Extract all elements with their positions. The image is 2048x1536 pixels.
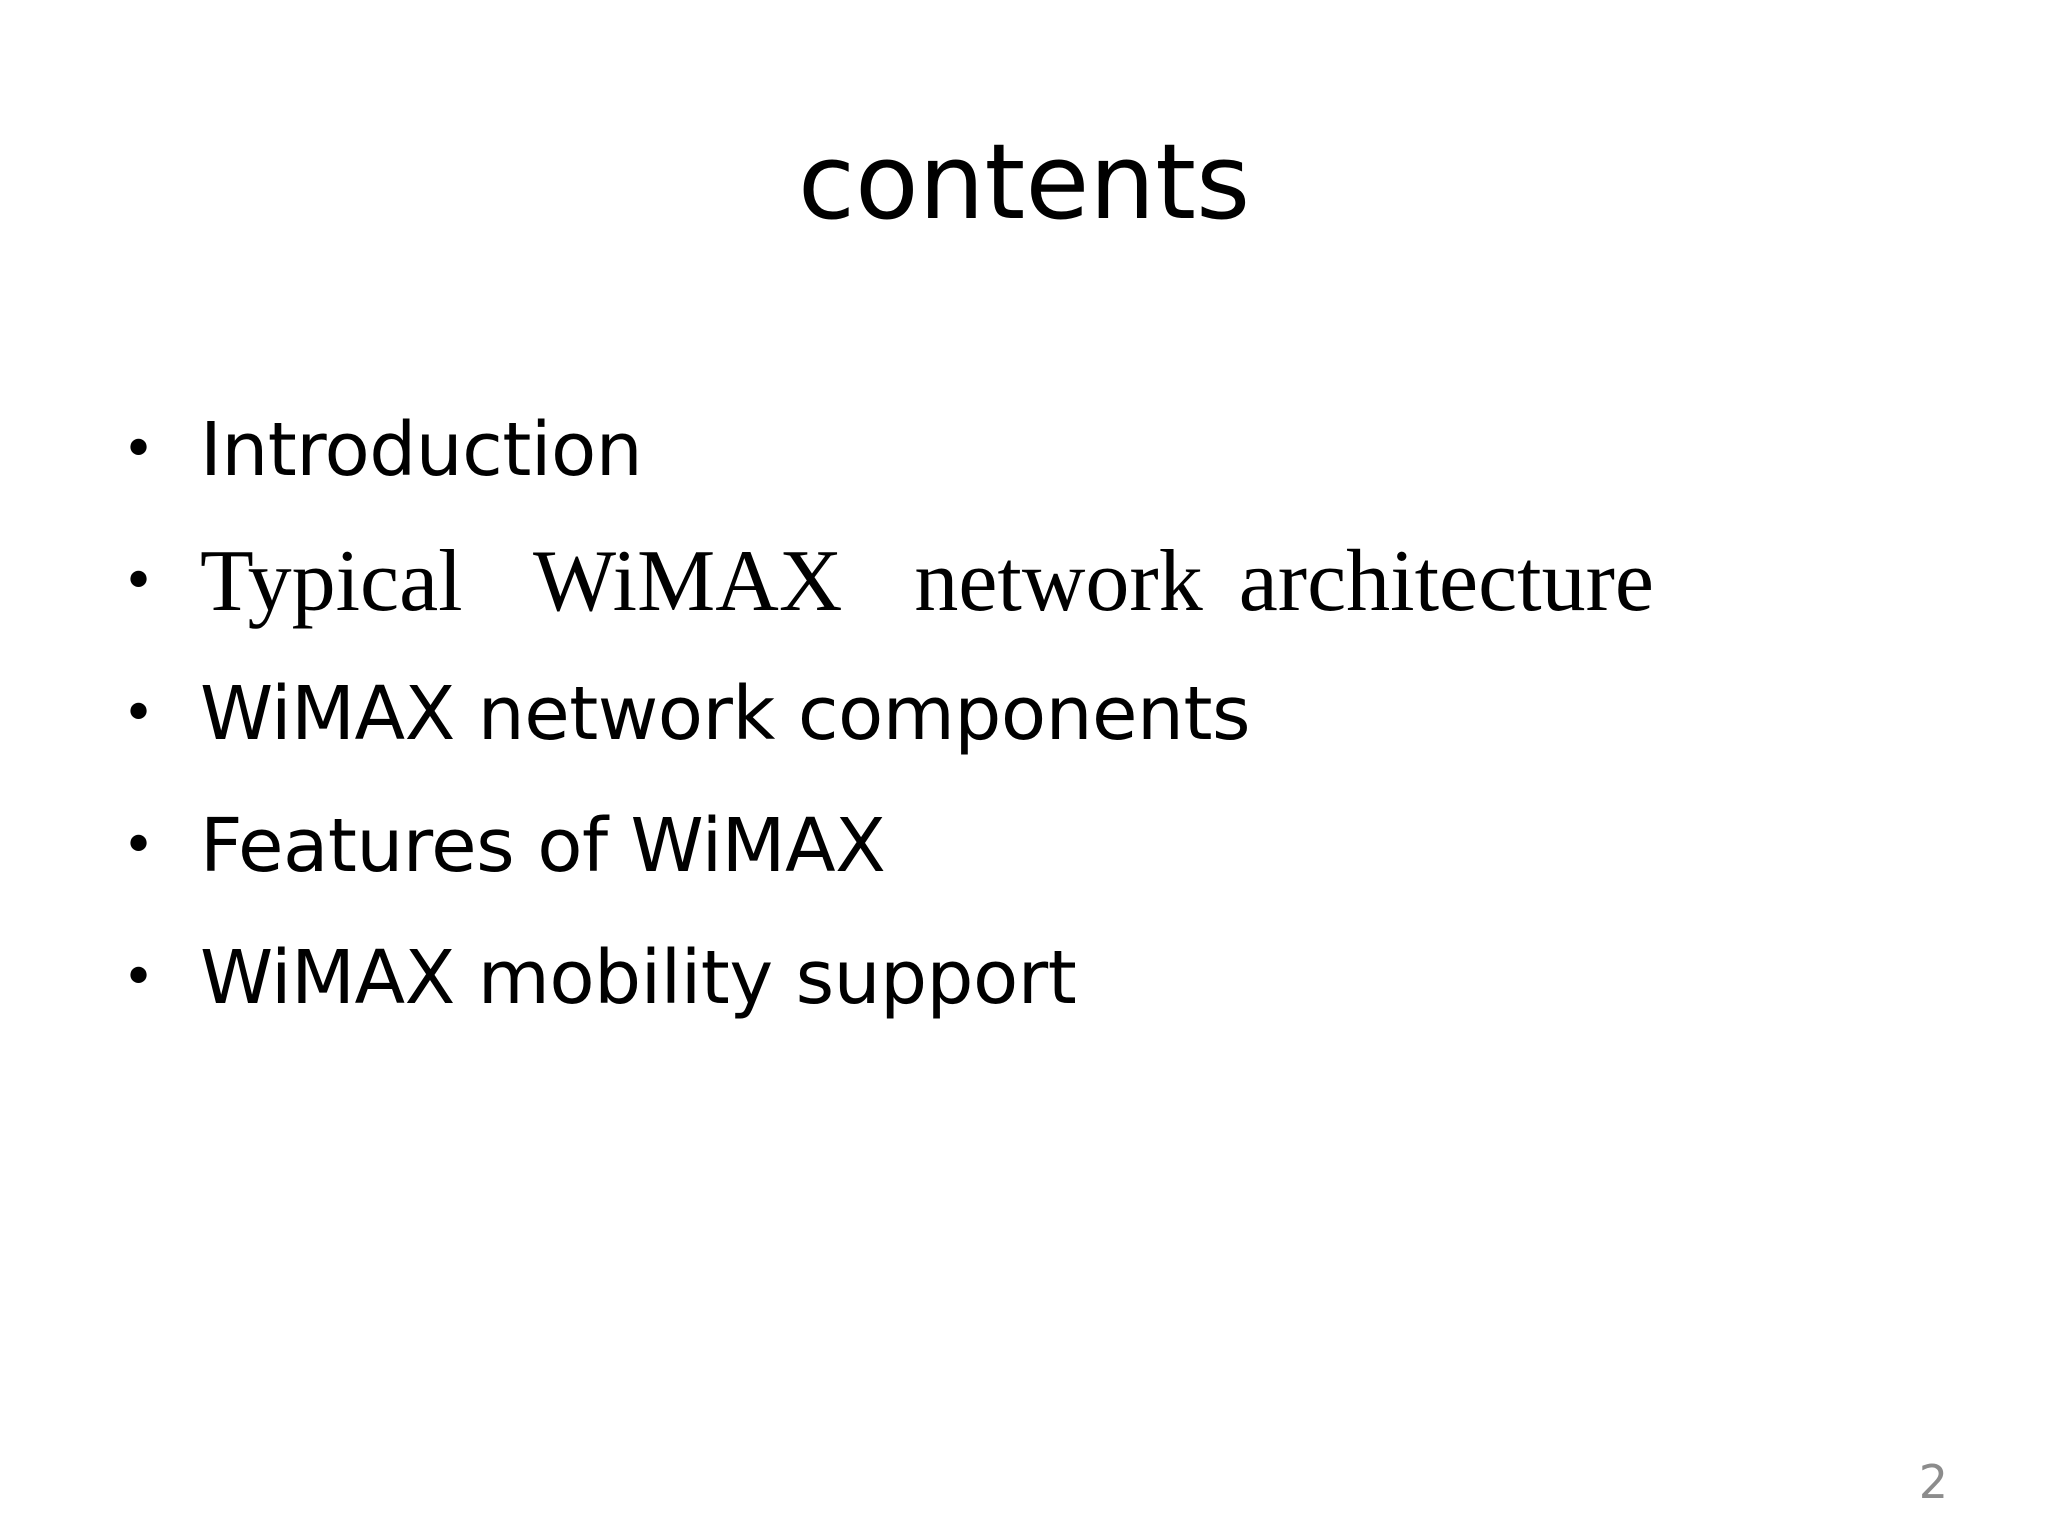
list-item-text: Introduction — [200, 407, 643, 493]
bullet-icon: • — [122, 945, 156, 1010]
bullet-icon: • — [122, 813, 156, 878]
bullet-icon: • — [122, 681, 156, 746]
contents-list: • Introduction • Typical WiMAX network a… — [122, 384, 1654, 1044]
list-item-text: Typical WiMAX network architecture — [200, 533, 1654, 630]
list-item: • WiMAX network components — [122, 648, 1654, 780]
slide-title: contents — [797, 121, 1251, 243]
list-item-text: WiMAX mobility support — [200, 935, 1077, 1021]
list-item: • Features of WiMAX — [122, 780, 1654, 912]
list-item-text: Features of WiMAX — [200, 803, 886, 889]
bullet-icon: • — [122, 549, 156, 614]
bullet-icon: • — [122, 417, 156, 482]
list-item: • Introduction — [122, 384, 1654, 516]
list-item-text: WiMAX network components — [200, 671, 1251, 757]
page-number: 2 — [1918, 1455, 1948, 1509]
list-item: • Typical WiMAX network architecture — [122, 516, 1654, 648]
list-item: • WiMAX mobility support — [122, 912, 1654, 1044]
